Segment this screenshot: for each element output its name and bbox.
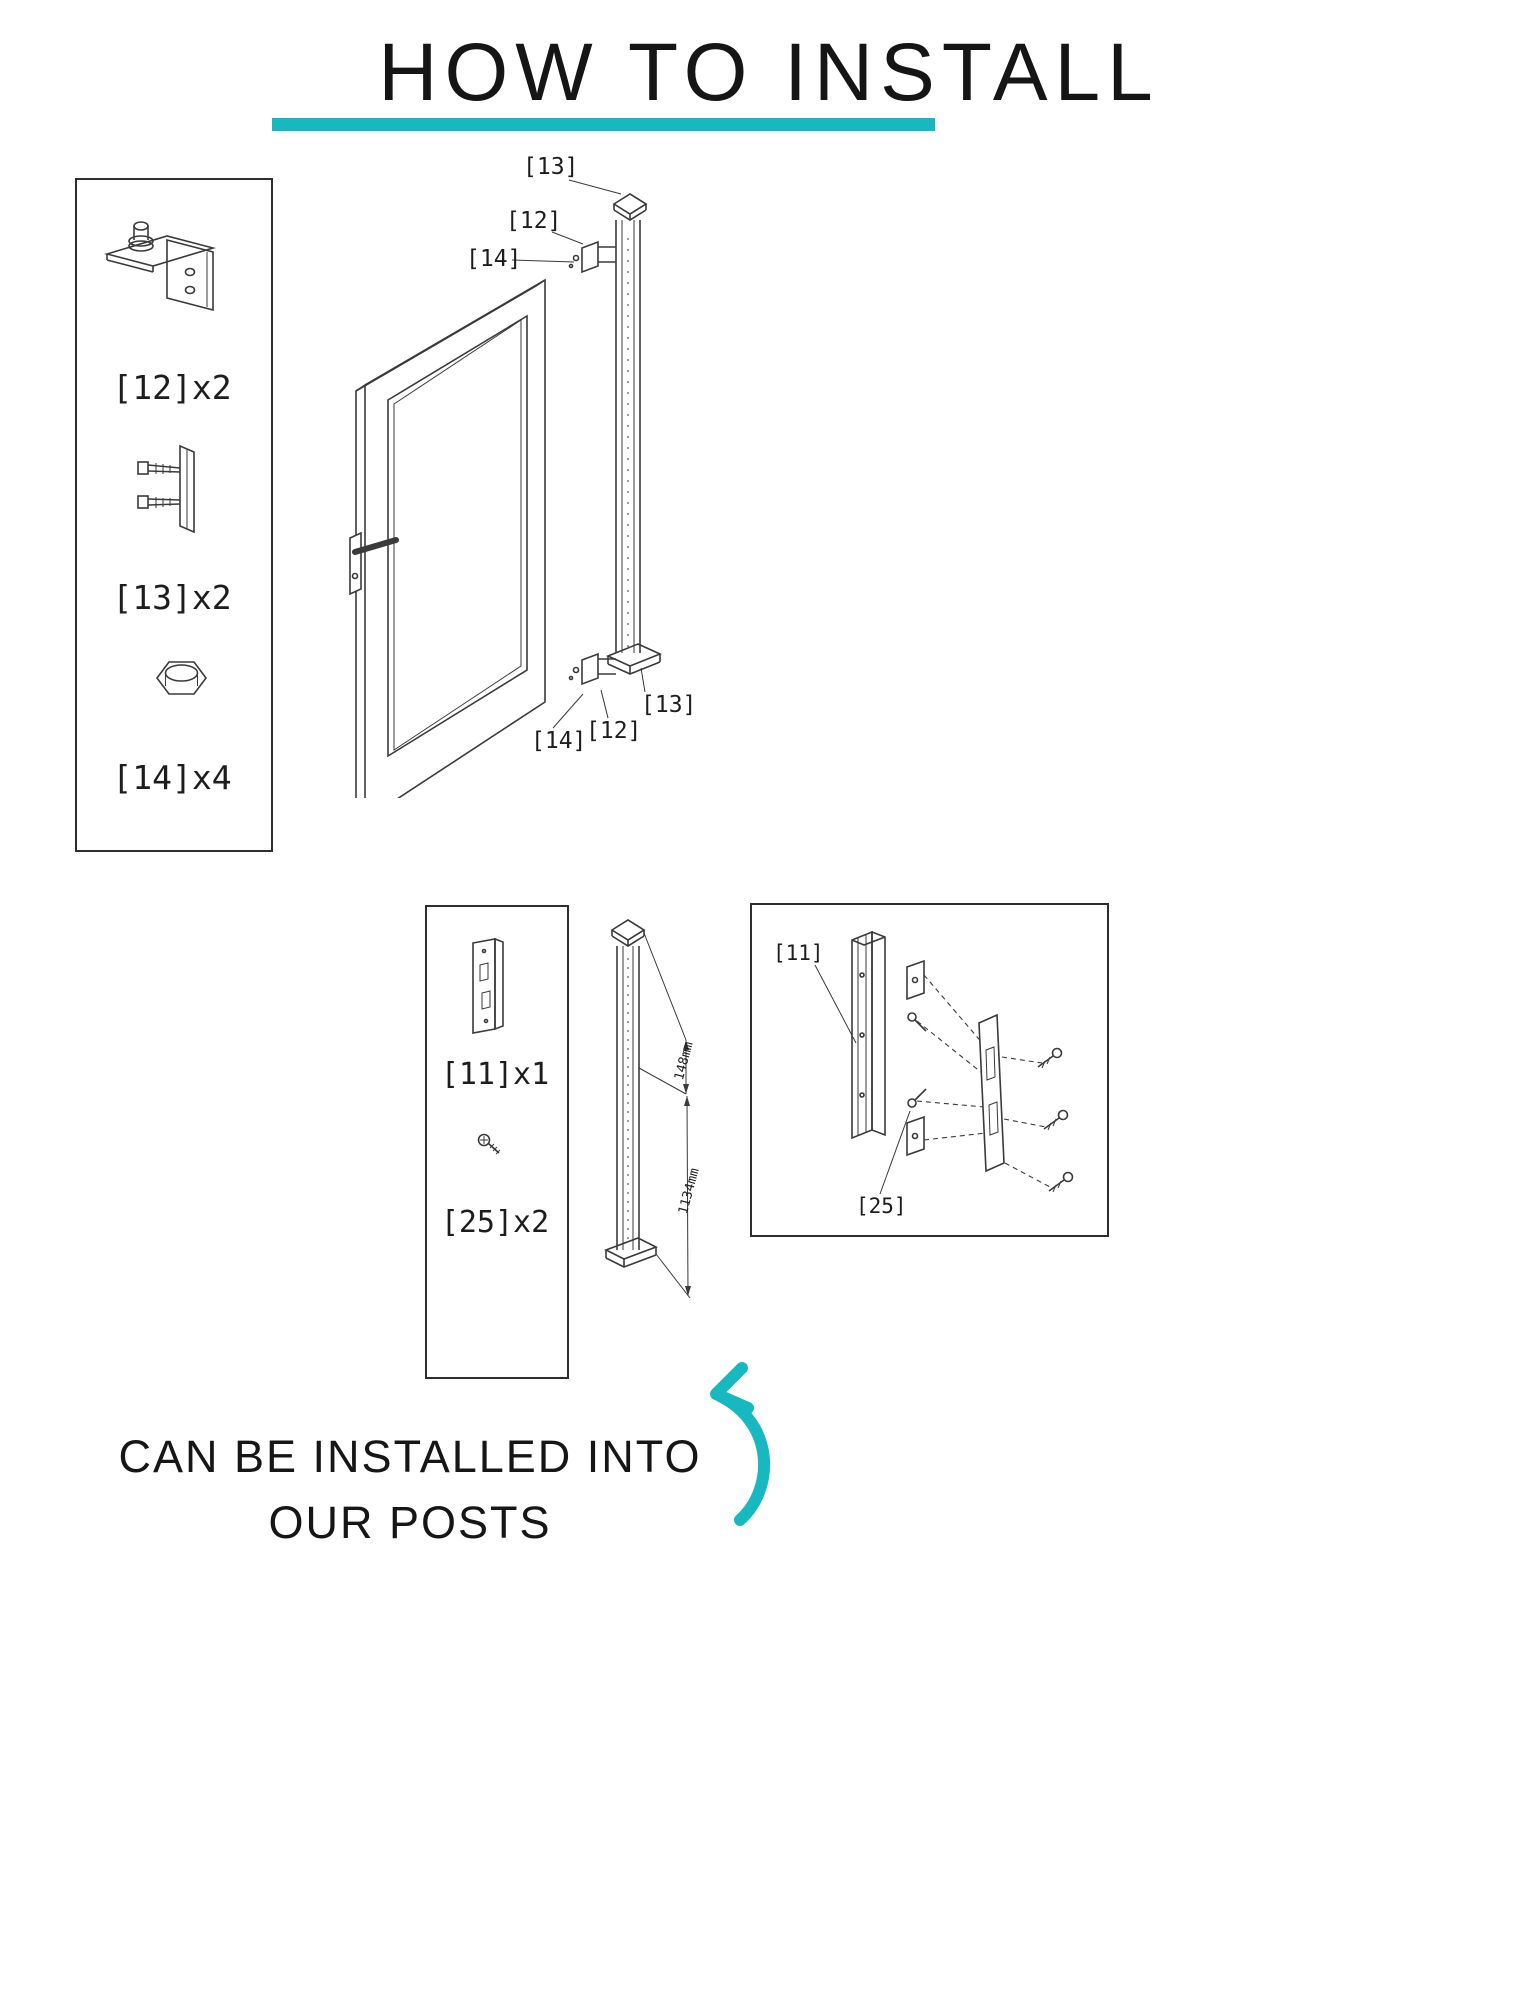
part-label-11: [11]x1 [440, 1057, 550, 1092]
callout-12-top: [12] [506, 208, 562, 234]
gate-assembly-drawing [349, 179, 663, 798]
part-label-25: [25]x2 [440, 1205, 550, 1240]
post-dimension-drawing [604, 919, 691, 1299]
callout-12-bottom: [12] [586, 718, 642, 744]
part-label-14: [14]x4 [112, 758, 232, 797]
caption-line-2: OUR POSTS [268, 1497, 552, 1548]
callout-14-top: [14] [466, 246, 522, 272]
hinge-part-drawing [137, 444, 195, 534]
latch-parts-box: [11]x1 [25]x2 [425, 905, 569, 1379]
callout-14-bottom: [14] [531, 728, 587, 754]
keep-part-drawing [472, 937, 504, 1034]
callout-13-top: [13] [523, 154, 579, 180]
part-label-12: [12]x2 [112, 368, 232, 407]
caption-line-1: CAN BE INSTALLED INTO [118, 1431, 702, 1482]
screw-part-drawing [477, 1133, 501, 1155]
curved-arrow-icon [710, 1362, 771, 1526]
title-underline [272, 118, 935, 131]
callout-13-bottom: [13] [641, 692, 697, 718]
callout-11: [11] [773, 941, 824, 965]
bracket-part-drawing [104, 221, 216, 312]
hardware-parts-box: [12]x2 [13]x2 [14]x4 [75, 178, 273, 852]
callout-25: [25] [856, 1194, 907, 1218]
page-title: HOW TO INSTALL [378, 27, 1160, 118]
cap-nut-part-drawing [156, 661, 207, 695]
keep-assembly-box [750, 903, 1109, 1237]
keep-assembly-drawing [814, 930, 1074, 1195]
part-label-13: [13]x2 [112, 578, 232, 617]
bottom-caption: CAN BE INSTALLED INTO OUR POSTS [90, 1424, 730, 1556]
